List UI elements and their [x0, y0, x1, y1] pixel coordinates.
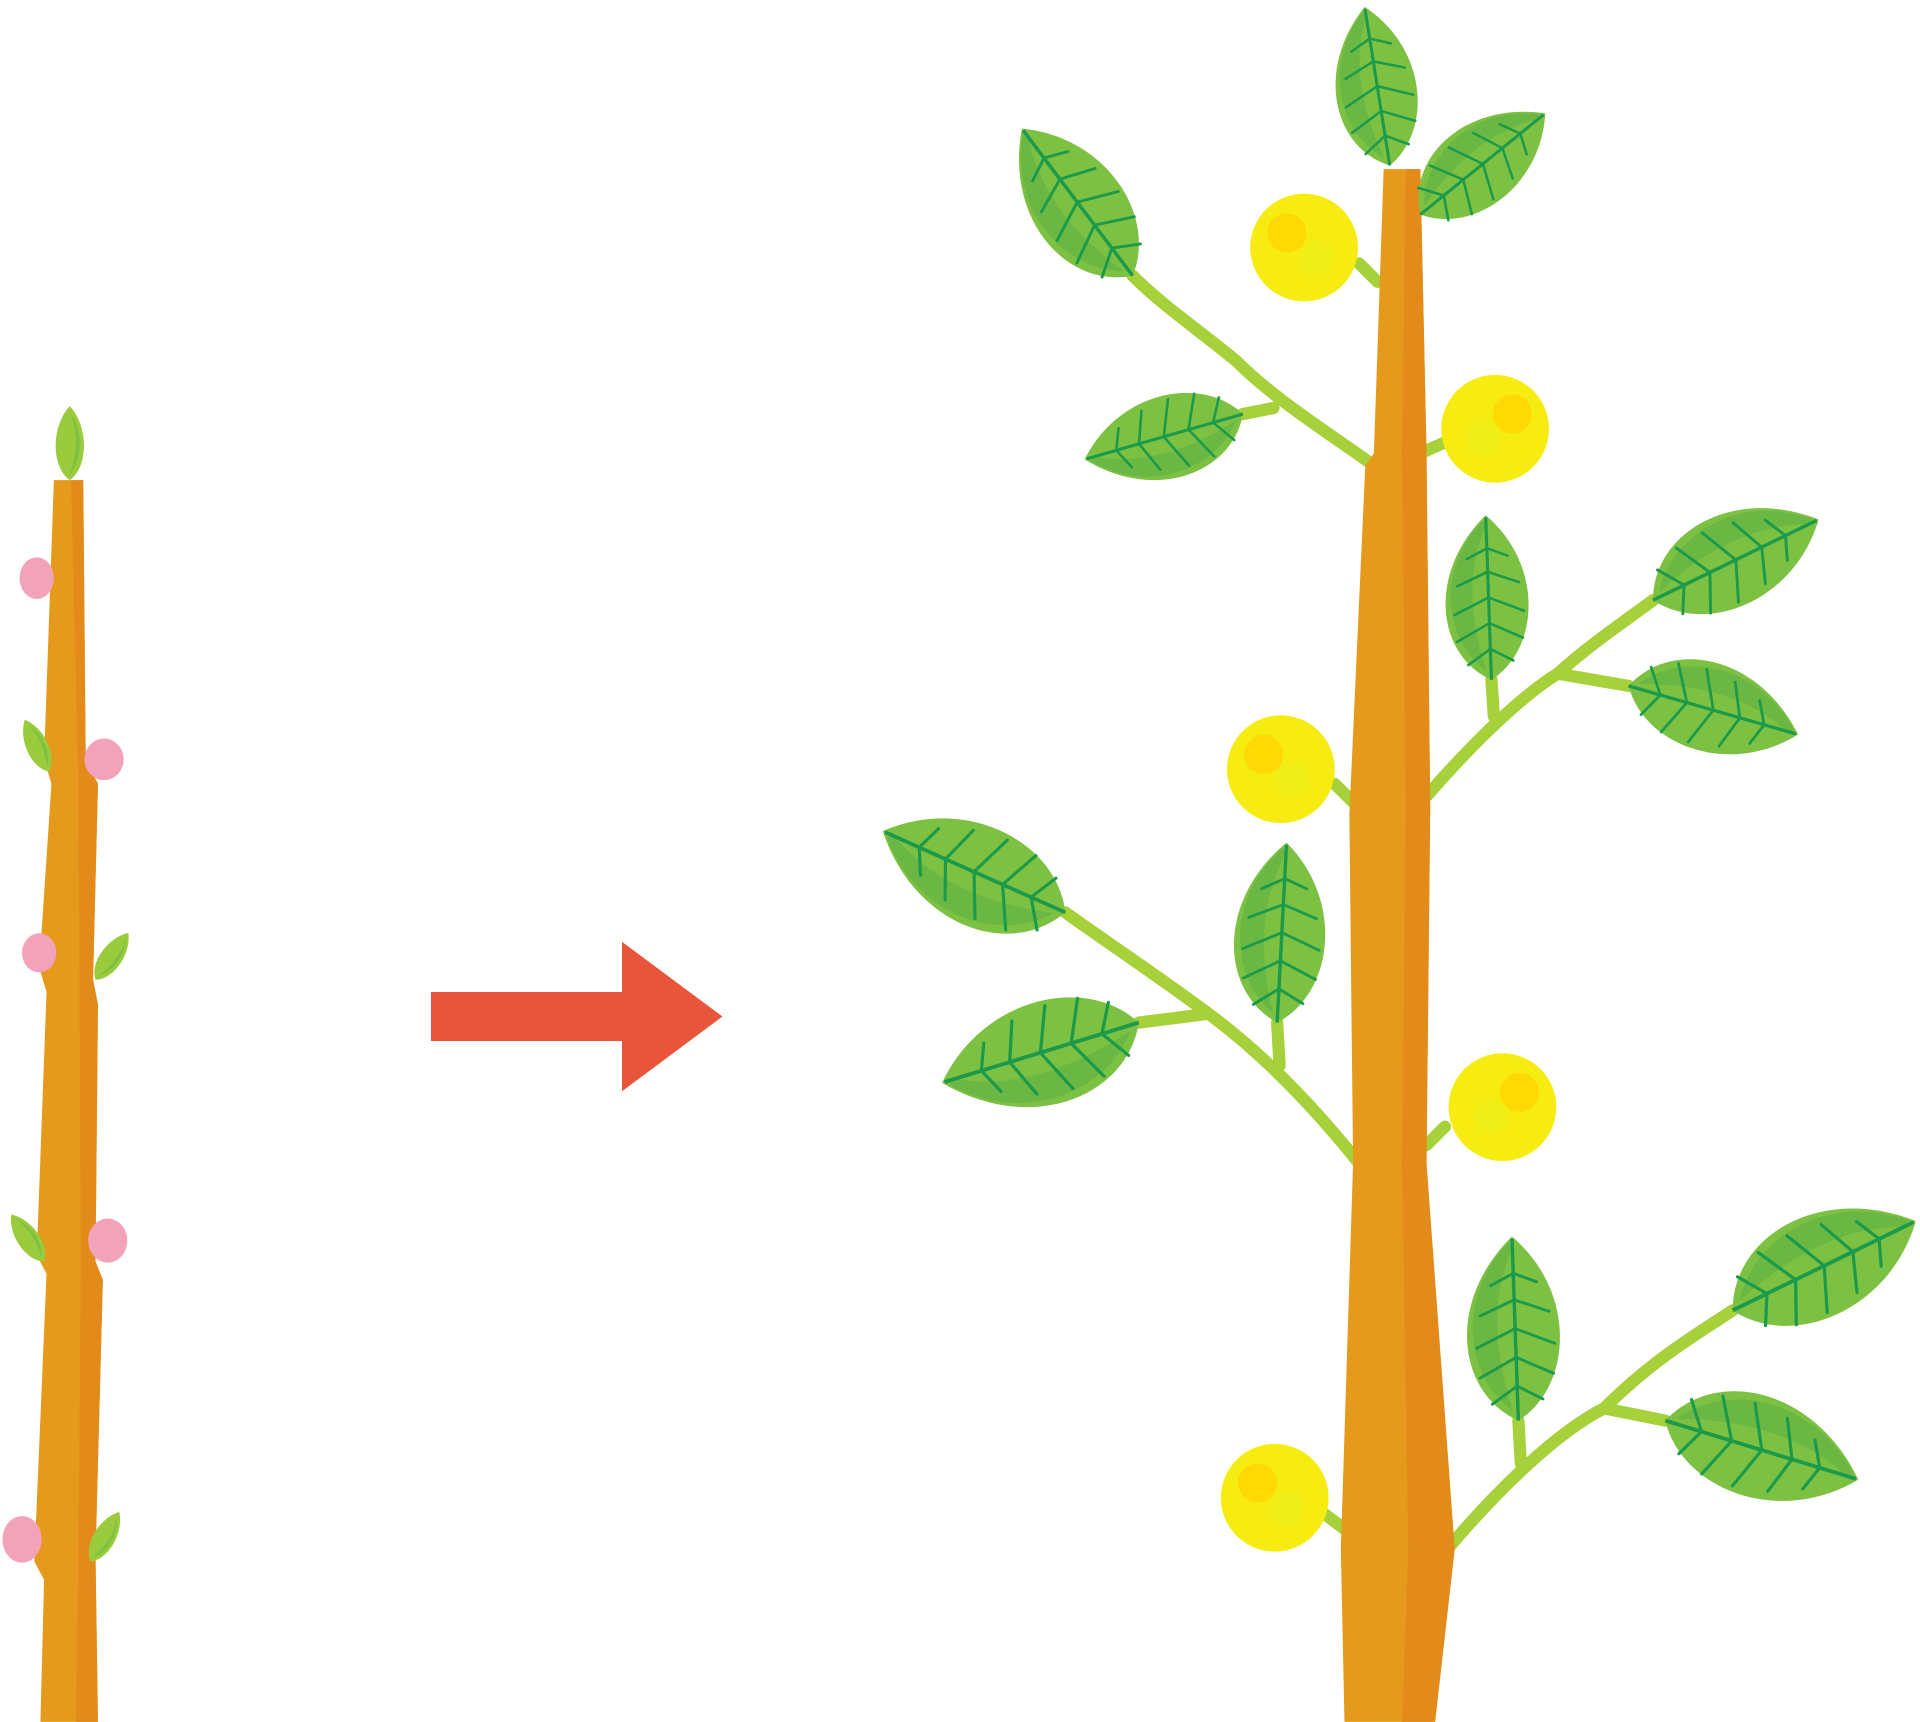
- twigs: [1059, 257, 1739, 1556]
- leaf: [1461, 1233, 1565, 1425]
- leaf: [1228, 838, 1332, 1027]
- pink-bud: [84, 738, 124, 781]
- terminal-bud: [55, 406, 84, 481]
- leaf: [1649, 1367, 1876, 1529]
- pink-bud: [2, 1516, 42, 1563]
- leaf: [925, 973, 1157, 1137]
- pink-buds: [2, 557, 128, 1563]
- leaf: [1630, 474, 1840, 642]
- fruit: [1226, 715, 1335, 824]
- leaf: [1321, 0, 1430, 174]
- grown-branch: [859, 0, 1920, 1722]
- leaf: [859, 785, 1087, 963]
- fruit: [1441, 374, 1549, 483]
- fruit: [1220, 1443, 1329, 1552]
- pink-bud: [19, 557, 54, 599]
- pink-bud: [88, 1218, 128, 1263]
- leaf: [1707, 1171, 1920, 1357]
- leaf: [1615, 639, 1813, 778]
- budding-branch: [2, 406, 138, 1722]
- fruit: [1448, 1053, 1557, 1161]
- leaf: [1072, 374, 1257, 503]
- pink-bud: [22, 933, 57, 973]
- leaf: [981, 100, 1170, 307]
- leaf: [1440, 512, 1533, 683]
- fruit: [1250, 193, 1358, 302]
- green-bud: [86, 926, 138, 987]
- arrow-right-icon: [431, 941, 723, 1092]
